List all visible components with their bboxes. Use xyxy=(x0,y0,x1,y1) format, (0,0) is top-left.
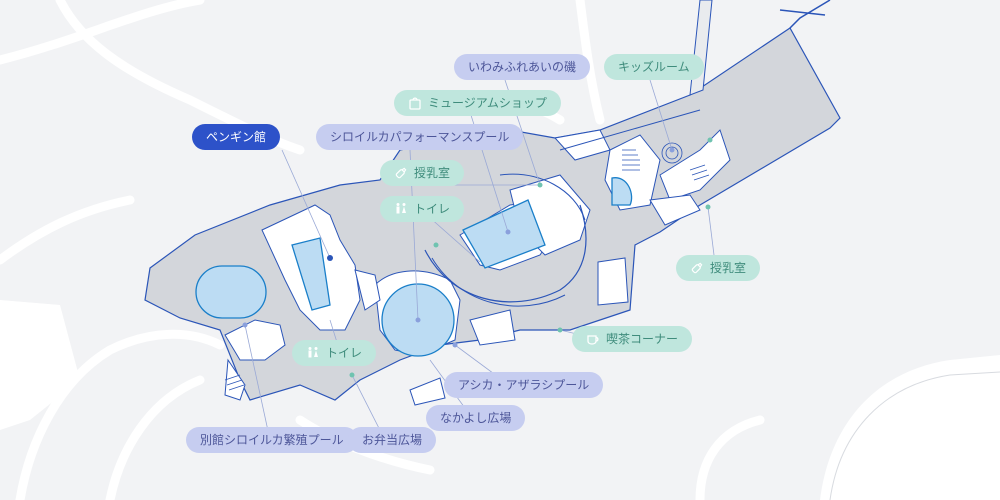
label-beluga-performance-pool[interactable]: シロイルカパフォーマンスプール xyxy=(316,124,524,150)
label-toilet-2[interactable]: トイレ xyxy=(292,340,377,366)
label-text: トイレ xyxy=(326,346,363,360)
pool-penguin xyxy=(291,237,331,311)
label-annex-beluga-breeding-pool[interactable]: 別館シロイルカ繁殖プール xyxy=(186,427,358,453)
pool-small xyxy=(611,177,633,206)
label-text: いわみふれあいの磯 xyxy=(468,60,577,74)
label-text: アシカ・アザラシプール xyxy=(458,378,590,392)
label-text: 別館シロイルカ繁殖プール xyxy=(200,433,344,447)
label-text: シロイルカパフォーマンスプール xyxy=(330,130,510,144)
baby-bottle-icon xyxy=(394,166,408,180)
label-nakayoshi-plaza[interactable]: なかよし広場 xyxy=(426,405,526,431)
label-text: 喫茶コーナー xyxy=(606,332,679,346)
outdoor-area-left xyxy=(0,300,80,430)
restroom-icon xyxy=(306,346,320,360)
pool-bekkan xyxy=(195,265,267,319)
label-sealion-seal-pool[interactable]: アシカ・アザラシプール xyxy=(444,372,604,398)
label-toilet-1[interactable]: トイレ xyxy=(380,196,465,222)
label-iwami-fureai-iso[interactable]: いわみふれあいの磯 xyxy=(454,54,591,80)
stairs xyxy=(224,142,710,391)
label-text: トイレ xyxy=(414,202,451,216)
baby-bottle-icon xyxy=(690,261,704,275)
pools xyxy=(195,177,633,357)
shopping-bag-icon xyxy=(408,96,422,110)
label-text: キッズルーム xyxy=(618,60,690,74)
label-text: 授乳室 xyxy=(414,166,451,180)
label-text: 授乳室 xyxy=(710,261,747,275)
label-obento-plaza[interactable]: お弁当広場 xyxy=(348,427,437,453)
label-nursing-room-2[interactable]: 授乳室 xyxy=(676,255,761,281)
coffee-cup-icon xyxy=(586,332,600,346)
label-nursing-room-1[interactable]: 授乳室 xyxy=(380,160,465,186)
label-cafe-corner[interactable]: 喫茶コーナー xyxy=(572,326,693,352)
label-kids-room[interactable]: キッズルーム xyxy=(604,54,704,80)
outdoor-area-right xyxy=(820,355,1000,500)
label-museum-shop[interactable]: ミュージアムショップ xyxy=(394,90,561,116)
restroom-icon xyxy=(394,202,408,216)
pool-performance xyxy=(462,199,546,269)
location-dots xyxy=(242,137,713,378)
label-penguin-building[interactable]: ペンギン館 xyxy=(192,124,281,150)
label-text: なかよし広場 xyxy=(440,411,512,425)
label-text: お弁当広場 xyxy=(362,433,423,447)
label-text: ペンギン館 xyxy=(206,130,267,144)
label-text: ミュージアムショップ xyxy=(428,96,547,110)
